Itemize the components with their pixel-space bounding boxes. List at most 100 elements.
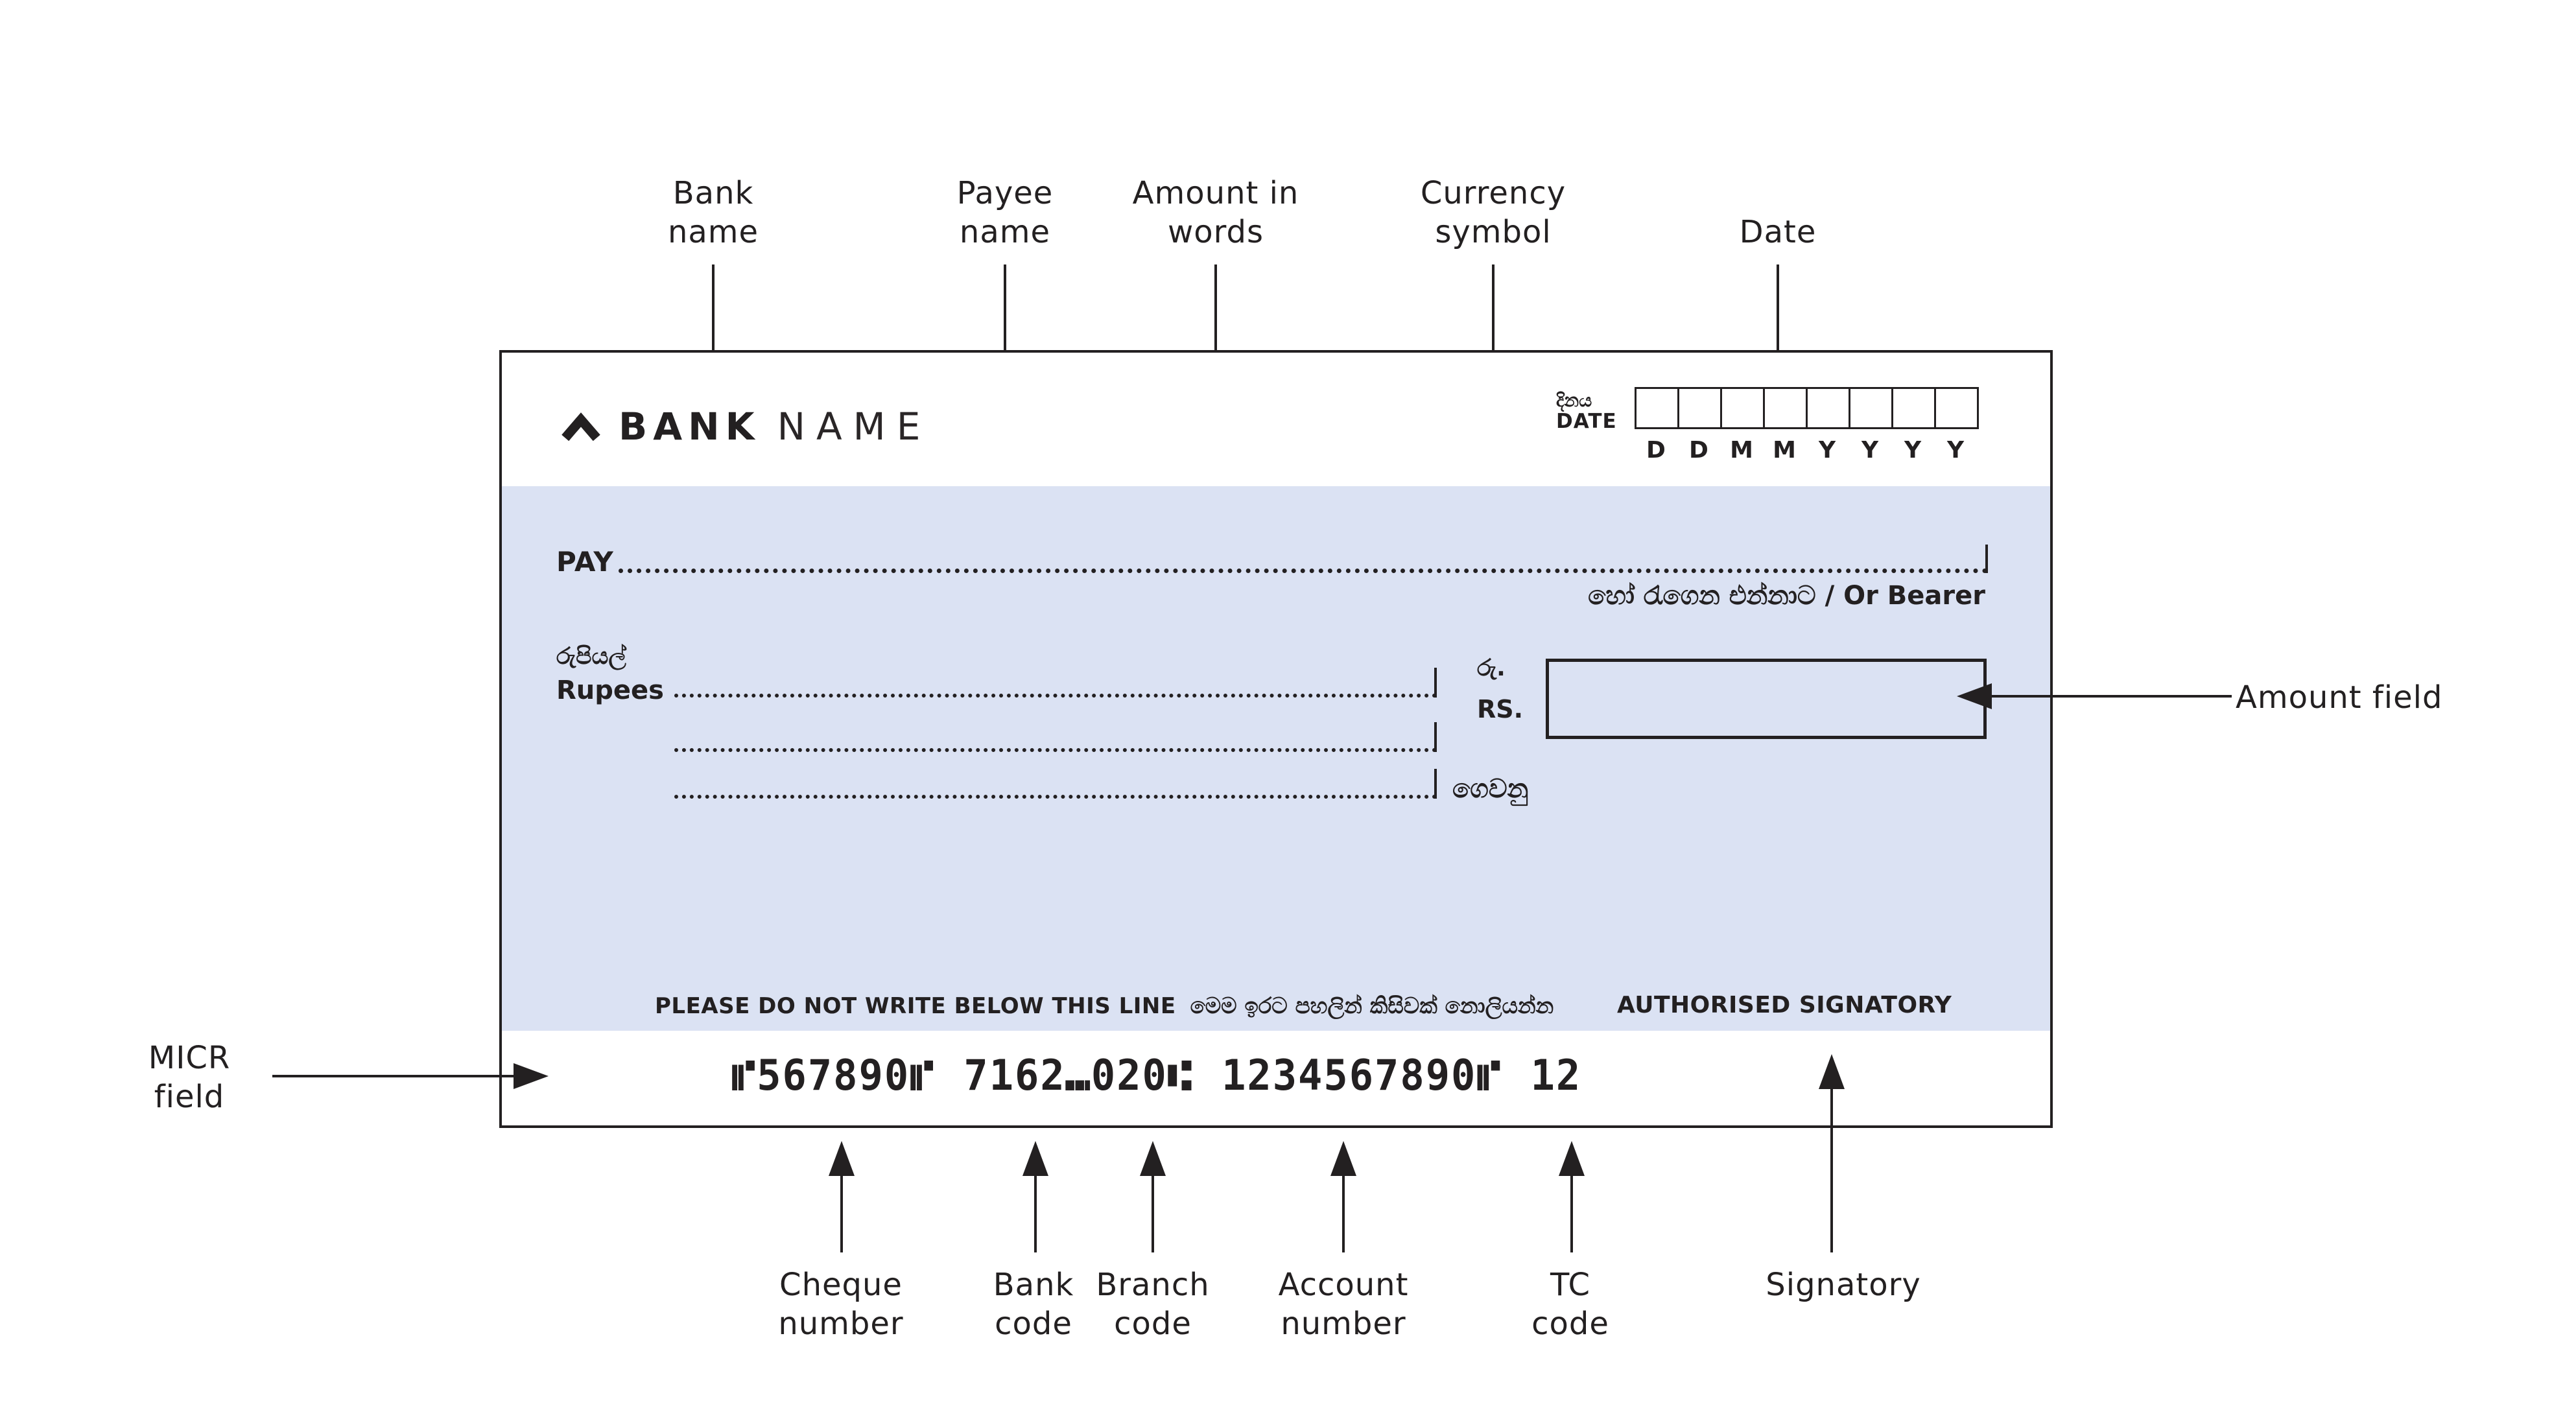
callout-line: Account [1278,1267,1409,1303]
amount-box [1546,659,1987,739]
callout-line: code [995,1306,1072,1342]
bank-code-arrow-line [1034,1176,1037,1252]
callout-line: Bank [993,1267,1074,1303]
amount-field-arrow-line [1991,695,2232,698]
callout-signatory: Signatory [1766,1265,1920,1304]
or-bearer-text: හෝ රැගෙන එන්නාට / Or Bearer [1588,581,1985,611]
callout-line: Cheque [779,1267,903,1303]
callout-amount-field: Amount field [2236,678,2442,717]
tc-code-arrowhead-icon [1559,1141,1585,1176]
callout-line: number [1281,1306,1406,1342]
date-box-cell [1677,387,1722,429]
callout-line: Payee [956,175,1054,211]
callout-date: Date [1740,213,1817,252]
payee-name-line [619,554,1988,573]
do-not-write-warning: PLEASE DO NOT WRITE BELOW THIS LINE මෙම … [655,993,1554,1019]
callout-bank-name: Bank name [668,174,759,252]
date-label-sinhala: දිනය [1556,390,1592,411]
callout-line: Signatory [1766,1267,1921,1303]
amount-words-line-1 [674,677,1437,698]
signatory-arrow-line [1830,1089,1833,1252]
date-box-cell [1806,387,1850,429]
callout-bank-code: Bank code [993,1265,1074,1343]
currency-symbol-english: RS. [1477,695,1524,723]
date-box-cell [1891,387,1936,429]
bank-logo-bold: BANK [619,405,761,449]
callout-micr-field: MICR field [148,1039,230,1116]
bank-logo-light: NAME [777,405,932,449]
micr-on-us-symbol: ⑈ [1476,1050,1502,1100]
date-box-cell [1635,387,1679,429]
amount-field-arrowhead-icon [1957,683,1992,709]
micr-transit-symbol: ⑆ [1167,1050,1194,1100]
line-end-tick [1434,668,1437,698]
callout-payee-name: Payee name [957,174,1054,252]
rupees-label-english: Rupees [556,675,664,705]
currency-symbol-sinhala: රු. [1477,655,1506,681]
date-box-cell [1849,387,1893,429]
branch-code-arrowhead-icon [1140,1141,1166,1176]
signatory-arrowhead-icon [1819,1054,1845,1089]
micr-field-arrow-line [272,1075,514,1077]
date-letter: Y [1946,437,1965,464]
callout-account-number: Account number [1279,1265,1409,1343]
date-letter: D [1646,437,1666,464]
chevron-up-icon [561,412,600,441]
callout-line: words [1167,214,1264,250]
micr-line: ⑈567890⑈7162⑉020⑆1234567890⑈12 [731,1050,1581,1100]
account-number-arrowhead-icon [1330,1141,1356,1176]
account-number-arrow-line [1342,1176,1345,1252]
callout-line: code [1531,1306,1609,1342]
callout-line: number [778,1306,904,1342]
cheque-blue-band [502,486,2050,1031]
micr-tc-code: 12 [1530,1050,1582,1100]
callout-line: symbol [1435,214,1552,250]
date-boxes [1635,387,1979,429]
date-letter: Y [1818,437,1836,464]
date-letter: Y [1904,437,1922,464]
line-end-tick [1985,545,1988,573]
line-end-tick [1434,722,1437,752]
date-letter: M [1773,437,1796,464]
warning-english: PLEASE DO NOT WRITE BELOW THIS LINE [655,993,1176,1019]
cheque-number-arrowhead-icon [829,1141,855,1176]
callout-line: TC [1550,1267,1591,1303]
micr-branch-code: 020 [1091,1050,1168,1100]
authorised-signatory-label: AUTHORISED SIGNATORY [1617,992,1952,1018]
callout-branch-code: Branch code [1096,1265,1209,1343]
micr-bank-code: 7162 [963,1050,1066,1100]
date-label: දිනය DATE [1556,390,1617,433]
micr-cheque-number: 567890 [757,1050,910,1100]
callout-line: name [959,214,1051,250]
amount-words-line-2 [674,731,1437,752]
branch-code-arrow-line [1152,1176,1154,1252]
date-arrow-line [1777,264,1779,350]
callout-line: name [667,214,759,250]
date-letter: Y [1861,437,1879,464]
callout-line: Amount in [1132,175,1299,211]
cheque: BANK NAME දිනය DATE D D M M Y Y Y Y [499,350,2053,1128]
date-box-cell [1763,387,1808,429]
bank-logo: BANK NAME [560,405,931,449]
micr-dash-symbol: ⑉ [1065,1050,1091,1100]
date-box-cell [1934,387,1979,429]
date-letter: M [1730,437,1753,464]
warning-sinhala: මෙම ඉරට පහලින් කිසිවක් නොලියන්න [1190,993,1554,1019]
callout-line: MICR [148,1040,231,1076]
bank-code-arrowhead-icon [1022,1141,1048,1176]
rupees-label-sinhala: රුපියල් [556,643,626,670]
line-end-tick [1434,769,1437,799]
pay-label: PAY [556,546,614,578]
paid-note-sinhala: ගෙවනු [1452,774,1529,804]
tc-code-arrow-line [1570,1176,1573,1252]
cheque-number-arrow-line [840,1176,843,1252]
callout-line: Branch [1096,1267,1210,1303]
callout-tc-code: TC code [1531,1265,1609,1343]
date-letter: D [1689,437,1708,464]
callout-currency-symbol: Currency symbol [1421,174,1566,252]
callout-line: code [1114,1306,1192,1342]
date-label-english: DATE [1556,410,1617,434]
bank-name-arrow-line [712,264,715,354]
callout-line: Currency [1420,175,1566,211]
